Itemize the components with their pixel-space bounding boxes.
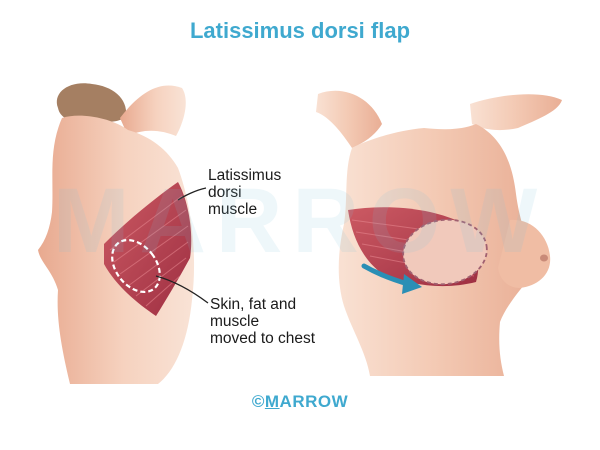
left-hair [56, 83, 127, 123]
leader-line-skin [155, 275, 209, 304]
credit-rest: ARROW [279, 392, 349, 411]
right-raised-arm-right [470, 94, 562, 131]
flap-outline-dashed [111, 238, 161, 294]
credit-first-letter: M [264, 392, 280, 411]
label-latissimus-dorsi-muscle: Latissimus dorsi muscle [208, 167, 282, 218]
rotation-arrow-head [402, 274, 422, 294]
leader-line-latissimus [177, 187, 207, 201]
right-raised-arm-left [316, 90, 382, 148]
copyright-credit: ©MARROW [0, 392, 600, 412]
copyright-symbol: © [251, 392, 265, 411]
left-raised-arm [120, 85, 186, 136]
figure-title: Latissimus dorsi flap [189, 18, 411, 43]
label-skin-fat-muscle: Skin, fat and muscle moved to chest [210, 296, 316, 347]
transposed-flap [402, 218, 488, 286]
right-nipple [540, 254, 548, 262]
left-figure-back-view [38, 83, 195, 384]
right-figure-side-view [316, 90, 562, 376]
right-breast [498, 219, 551, 288]
